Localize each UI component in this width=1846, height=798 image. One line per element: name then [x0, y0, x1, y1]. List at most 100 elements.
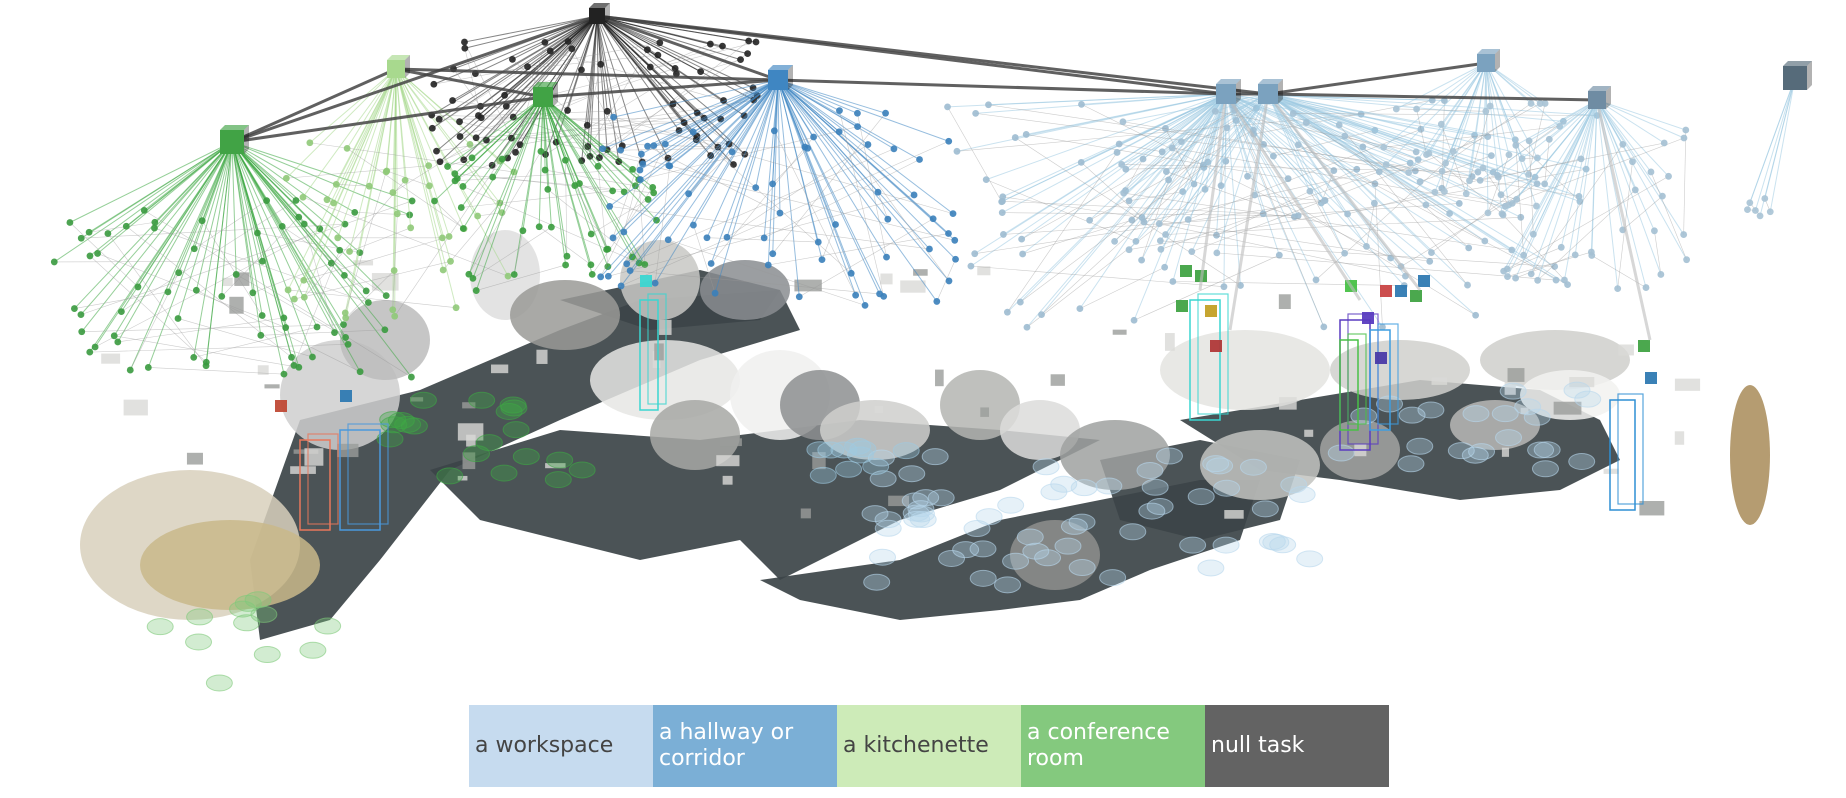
place-blob: [502, 421, 530, 439]
object-edge: [395, 68, 457, 308]
scan-fragment: [371, 273, 399, 291]
mesh-edge: [839, 110, 884, 297]
mesh-edge: [574, 185, 609, 250]
object-node: [1484, 133, 1492, 141]
mesh-edge: [1020, 164, 1204, 303]
object-node: [365, 182, 373, 190]
scan-fragment: [800, 508, 811, 519]
mesh-edge: [799, 218, 934, 297]
object-node: [299, 193, 307, 201]
mesh-edge: [107, 233, 207, 366]
object-node: [737, 56, 744, 64]
place-blob: [867, 449, 895, 467]
object-edge: [988, 93, 1227, 106]
object-node: [259, 257, 266, 265]
object-node: [1078, 100, 1085, 108]
region-node-null-task-top: [589, 3, 610, 8]
object-box: [639, 299, 659, 411]
object-edge: [436, 15, 598, 152]
object-node: [1140, 218, 1148, 226]
object-node: [1587, 248, 1595, 256]
object-node: [313, 323, 321, 331]
mesh-edge: [457, 158, 503, 179]
mesh-edge: [602, 148, 756, 188]
object-node: [508, 134, 515, 142]
object-edge: [501, 96, 544, 160]
object-edge: [542, 96, 567, 266]
object-node: [1359, 143, 1367, 151]
place-blob: [1495, 429, 1523, 447]
object-node: [1682, 126, 1690, 134]
region-node-hallway-top: [768, 65, 793, 70]
mesh-edge: [434, 200, 464, 229]
region-node-workspace-2: [1258, 79, 1283, 104]
object-node: [278, 222, 286, 230]
scan-fragment: [1164, 333, 1175, 351]
object-edge: [755, 79, 779, 188]
object-node: [1472, 311, 1480, 319]
scan-fragment: [654, 343, 664, 361]
mesh-edge: [1298, 144, 1568, 285]
region-node-conference-1-side: [244, 125, 249, 154]
object-node: [1527, 270, 1535, 278]
object-node: [151, 218, 159, 226]
object-edge: [464, 15, 598, 43]
object-edge: [1465, 62, 1487, 194]
mesh-edge: [386, 170, 430, 187]
object-edge: [454, 96, 544, 182]
place-blob: [1179, 536, 1207, 554]
mesh-edge: [293, 250, 340, 366]
object-node: [639, 160, 647, 168]
object-edge: [1544, 99, 1598, 185]
mesh-edge: [609, 206, 930, 250]
scan-surface: [510, 280, 620, 350]
object-node: [1629, 158, 1636, 166]
scan-fragment: [1603, 468, 1619, 474]
object-node: [629, 165, 636, 173]
object-node: [588, 270, 596, 278]
object-node: [1479, 164, 1487, 172]
object-node: [1476, 176, 1484, 184]
object-edge: [1267, 93, 1367, 247]
object-edge: [97, 141, 233, 254]
object-edge: [726, 79, 779, 238]
scan-fragment: [719, 438, 742, 447]
mesh-edge: [838, 131, 950, 282]
object-node: [854, 123, 861, 131]
place-blob: [927, 489, 955, 507]
region-node-workspace-5-top: [1783, 61, 1812, 66]
mesh-edge: [1441, 124, 1467, 194]
region-node-workspace-5-face: [1783, 66, 1807, 90]
scan-fragment: [264, 384, 280, 389]
mesh-edge: [1383, 126, 1560, 148]
scan-fragment: [457, 423, 484, 441]
object-node: [1683, 256, 1691, 264]
object-edge: [777, 79, 886, 114]
object-edge: [231, 141, 412, 378]
place-blob: [874, 519, 902, 537]
mesh-edge: [89, 255, 207, 363]
object-node: [1312, 276, 1320, 284]
legend-item-hallway: a hallway or corridor: [653, 705, 837, 787]
region-edge: [231, 95, 544, 144]
object-node: [1120, 189, 1128, 197]
object-node: [1416, 178, 1424, 186]
object-edge: [777, 79, 949, 142]
object-node: [330, 199, 337, 207]
place-blob: [1136, 461, 1164, 479]
place-blob: [1146, 498, 1174, 516]
object-node: [576, 180, 583, 187]
object-node: [1168, 144, 1176, 152]
object-edge: [475, 96, 544, 291]
place-blob: [568, 461, 596, 479]
mesh-edge: [1122, 121, 1580, 197]
object-edge: [462, 96, 544, 187]
region-edge: [1267, 61, 1487, 96]
object-node: [295, 363, 303, 371]
object-node: [1437, 120, 1445, 128]
mesh-edge: [1683, 130, 1687, 235]
object-node: [818, 256, 826, 264]
object-node: [451, 177, 459, 185]
scene-graph-diagram: [50, 3, 1812, 692]
object-node: [1038, 311, 1045, 319]
